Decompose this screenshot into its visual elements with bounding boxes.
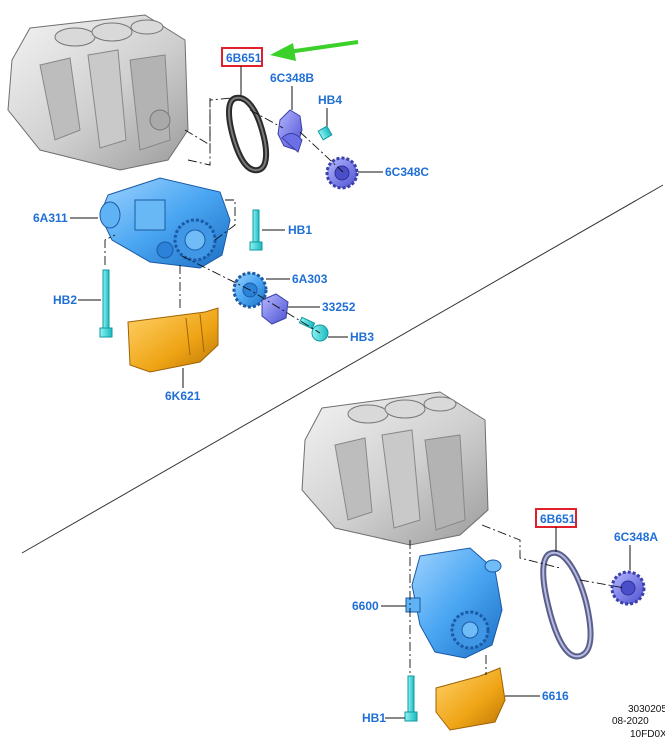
- label-chain-top: 6B651: [226, 51, 262, 65]
- assembly-line: [184, 97, 233, 146]
- chain-guide-top: [277, 109, 303, 153]
- label-guide-top: 6C348B: [270, 71, 314, 85]
- bolt-hb2: [99, 269, 113, 338]
- reference-date: 08-2020: [612, 716, 649, 727]
- label-bolt-hb4: HB4: [318, 93, 342, 107]
- reference-code: 10FD0X: [630, 729, 665, 740]
- highlight-arrow: [270, 40, 359, 61]
- assembly-line: [481, 524, 561, 569]
- section-divider: [21, 184, 664, 554]
- label-bolt-hb3: HB3: [350, 330, 374, 344]
- retainer: [261, 293, 289, 325]
- assembly-line: [249, 109, 284, 129]
- assembly-line: [214, 199, 236, 241]
- timing-chain-bottom: [540, 549, 594, 660]
- assembly-line: [579, 579, 626, 589]
- sprocket-top: [325, 156, 359, 190]
- assembly-line: [299, 131, 344, 173]
- highlight-box-top: [221, 47, 263, 67]
- assembly-line: [187, 98, 211, 166]
- label-bolt-hb2: HB2: [53, 293, 77, 307]
- oil-baffle-bottom: [435, 667, 506, 731]
- assembly-line: [104, 234, 116, 265]
- label-sprocket-top: 6C348C: [385, 165, 429, 179]
- label-bolt-hb1-top: HB1: [288, 223, 312, 237]
- bolt-hb1-bottom: [404, 675, 418, 722]
- label-baffle-top: 6K621: [165, 389, 201, 403]
- bolt-hb4: [317, 125, 333, 141]
- label-gear: 6A303: [292, 272, 328, 286]
- label-bolt-hb1-bottom: HB1: [362, 711, 386, 725]
- label-sprocket-bottom: 6C348A: [614, 530, 658, 544]
- label-pump-bottom: 6600: [352, 599, 379, 613]
- reference-number: 3030205: [628, 704, 665, 715]
- bolt-hb3: [298, 316, 329, 342]
- oil-pump-assembly: [99, 177, 231, 269]
- assembly-line: [181, 255, 321, 334]
- oil-baffle-top: [127, 307, 219, 373]
- engine-block-top: [7, 14, 189, 171]
- label-retainer: 33252: [322, 300, 356, 314]
- timing-chain-top: [226, 94, 270, 174]
- bolt-hb1-top: [249, 209, 263, 251]
- label-chain-bottom: 6B651: [540, 512, 576, 526]
- label-baffle-bottom: 6616: [542, 689, 569, 703]
- engine-block-bottom: [301, 391, 489, 546]
- label-pump-assembly: 6A311: [33, 211, 68, 225]
- sprocket-bottom: [610, 570, 646, 606]
- oil-pump-bottom: [405, 547, 503, 659]
